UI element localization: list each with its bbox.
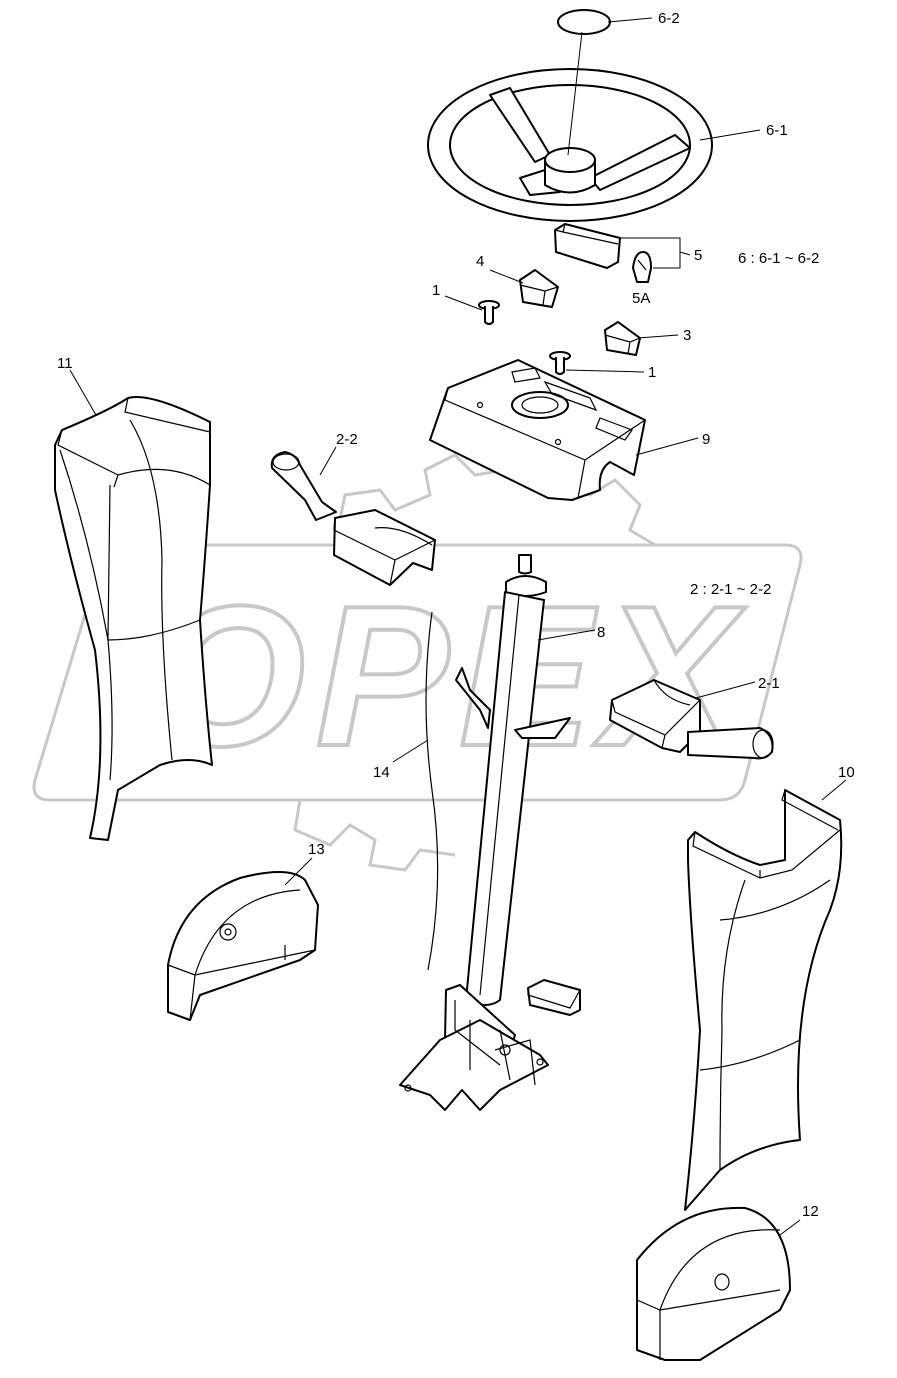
- steering-column-part: [399, 554, 571, 1111]
- horn-cap-part: [557, 9, 611, 35]
- watermark-text: OPEX: [150, 565, 746, 788]
- callout-6-1: 6-1: [766, 122, 788, 139]
- callout-1-upper: 1: [432, 282, 440, 299]
- callout-4: 4: [476, 253, 484, 270]
- callout-5a: 5A: [632, 290, 650, 307]
- callout-2-2: 2-2: [336, 431, 358, 448]
- callout-13: 13: [308, 841, 325, 858]
- switch-3-part: [604, 321, 641, 356]
- bulb-5a-part: [632, 251, 652, 283]
- callout-3: 3: [683, 327, 691, 344]
- knob-1b-part: [549, 351, 571, 375]
- steering-wheel-part: [427, 68, 713, 222]
- pad-part: [527, 979, 581, 1016]
- callout-12: 12: [802, 1203, 819, 1220]
- callout-8: 8: [597, 624, 605, 641]
- lever-2-2-part: [270, 451, 436, 586]
- cap-13-part: [167, 870, 319, 1021]
- callout-6-2: 6-2: [658, 10, 680, 27]
- wire-14-part: [425, 611, 439, 971]
- callout-labels: 6-2 6-1 5 5A 4 1 3 1 9 11 2-2 8 2-1 14 1…: [57, 10, 855, 1220]
- callout-2-1: 2-1: [758, 675, 780, 692]
- knob-1a-part: [478, 300, 500, 325]
- column-cover-part: [429, 359, 646, 501]
- callout-14: 14: [373, 764, 390, 781]
- callout-9: 9: [702, 431, 710, 448]
- callout-5: 5: [694, 247, 702, 264]
- switch-4-part: [519, 269, 559, 308]
- right-cover-part: [684, 789, 843, 1211]
- callout-11: 11: [57, 355, 73, 372]
- note-group-6: 6 : 6-1 ~ 6-2: [738, 250, 819, 267]
- callout-1-lower: 1: [648, 364, 656, 381]
- opex-watermark: OPEX: [32, 448, 803, 872]
- switch-5-part: [554, 223, 621, 269]
- callout-10: 10: [838, 764, 855, 781]
- leader-lines: [69, 17, 847, 1236]
- note-group-2: 2 : 2-1 ~ 2-2: [690, 581, 771, 598]
- lever-2-1-part: [609, 679, 774, 760]
- left-cover-part: [54, 396, 213, 841]
- cap-12-part: [636, 1206, 791, 1361]
